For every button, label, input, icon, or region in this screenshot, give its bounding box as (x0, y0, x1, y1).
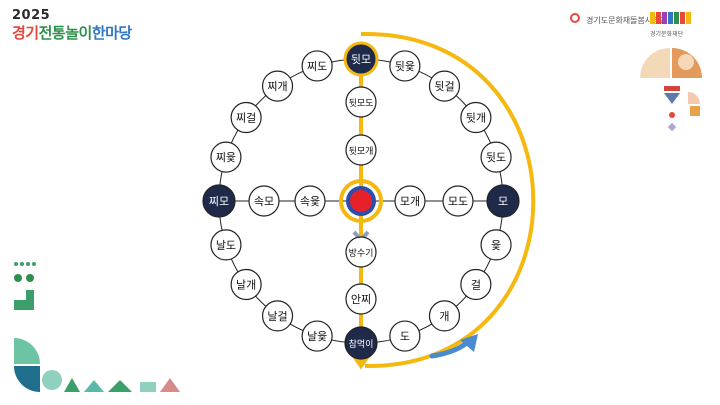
board-node-geol: 걸 (460, 268, 492, 301)
decor-bottom-left (14, 262, 180, 392)
logo-right-icon (650, 12, 691, 24)
board-node-label: 참먹이 (349, 339, 374, 350)
board-node-nalyut: 날윷 (301, 320, 333, 352)
board-node-anjji: 안찌 (345, 283, 377, 315)
board-node-label: 모 (498, 195, 508, 208)
board-node-label: 도 (400, 330, 410, 343)
board-node-mogae: 모개 (394, 185, 426, 217)
board-node-label: 걸 (471, 278, 481, 291)
board-node-label: 뒷도 (486, 151, 506, 164)
title-part-1: 경기 (12, 24, 39, 42)
title-part-2: 전통놀이 (38, 24, 93, 42)
event-title: 경기전통놀이한마당 (12, 22, 132, 43)
board-node-jjigae: 찌개 (261, 70, 294, 102)
board-node-label: 뒷모도 (349, 97, 374, 109)
center-target-icon (339, 179, 383, 223)
board-node-label: 속윷 (300, 195, 320, 208)
return-arrow-icon (429, 334, 478, 359)
board-node-naldo: 날도 (210, 229, 242, 261)
board-node-label: 찌모 (209, 195, 229, 208)
board-node-dwitgeol: 뒷걸 (428, 70, 461, 102)
board-node-sokyut: 속윷 (294, 185, 326, 217)
board-node-sokmo: 속모 (248, 185, 280, 217)
board-node-label: 날도 (216, 239, 236, 252)
board-node-gae: 개 (428, 300, 461, 332)
board-node-jjigeol: 찌걸 (230, 101, 262, 134)
board-node-label: 찌걸 (236, 112, 256, 125)
decor-right (640, 48, 702, 132)
board-node-dwityut: 뒷윷 (389, 50, 421, 82)
board-node-label: 찌윷 (216, 151, 236, 164)
logo-left-icon (570, 13, 580, 23)
board-node-label: 뒷모 (351, 53, 371, 66)
board-node-dwitmogae: 뒷모개 (345, 134, 377, 166)
board-node-jjiyut: 찌윷 (210, 141, 242, 173)
board-node-label: 찌개 (267, 80, 287, 93)
board-node-modo: 모도 (442, 185, 474, 217)
event-year: 2025 (12, 8, 51, 23)
board-node-dwitgae: 뒷개 (460, 101, 492, 134)
board-node-mo: 모 (486, 184, 520, 218)
board-node-yut: 윷 (480, 229, 512, 261)
board-node-label: 개 (439, 310, 449, 323)
board-node-label: 속모 (254, 195, 274, 208)
board-node-label: 뒷걸 (434, 80, 454, 93)
board-node-label: 날걸 (267, 310, 287, 323)
board-node-do: 도 (389, 320, 421, 352)
board-node-label: 뒷모개 (349, 145, 374, 157)
board-node-label: 날윷 (307, 330, 327, 343)
board-node-label: 찌도 (307, 60, 327, 73)
board-node-label: 방수기 (349, 248, 374, 259)
board-node-label: 뒷개 (466, 112, 486, 125)
board-node-jjimo: 찌모 (202, 184, 236, 218)
board-node-dwitdo: 뒷도 (480, 141, 512, 173)
board-node-label: 날개 (236, 278, 256, 291)
logo-left-text: 경기도문화재돌봄사업단 (586, 16, 667, 25)
board-node-label: 모개 (400, 195, 420, 208)
board-node-label: 모도 (448, 195, 468, 208)
logo-right-text: 경기문화재단 (650, 31, 684, 38)
board-node-chammeogi: 참먹이 (344, 326, 378, 360)
board-node-label: 뒷윷 (395, 60, 415, 73)
board-node-label: 안찌 (351, 293, 371, 306)
board-node-dwitmo: 뒷모 (343, 41, 379, 77)
board-node-bangsugi: 방수기 (345, 236, 377, 268)
board-node-dwitmodo: 뒷모도 (345, 86, 377, 118)
board-node-label: 윷 (491, 239, 501, 252)
board-node-nalgae: 날개 (230, 268, 262, 301)
board-node-nalgeol: 날걸 (261, 300, 294, 332)
board-node-jjido: 찌도 (301, 50, 333, 82)
title-part-3: 한마당 (91, 24, 132, 42)
